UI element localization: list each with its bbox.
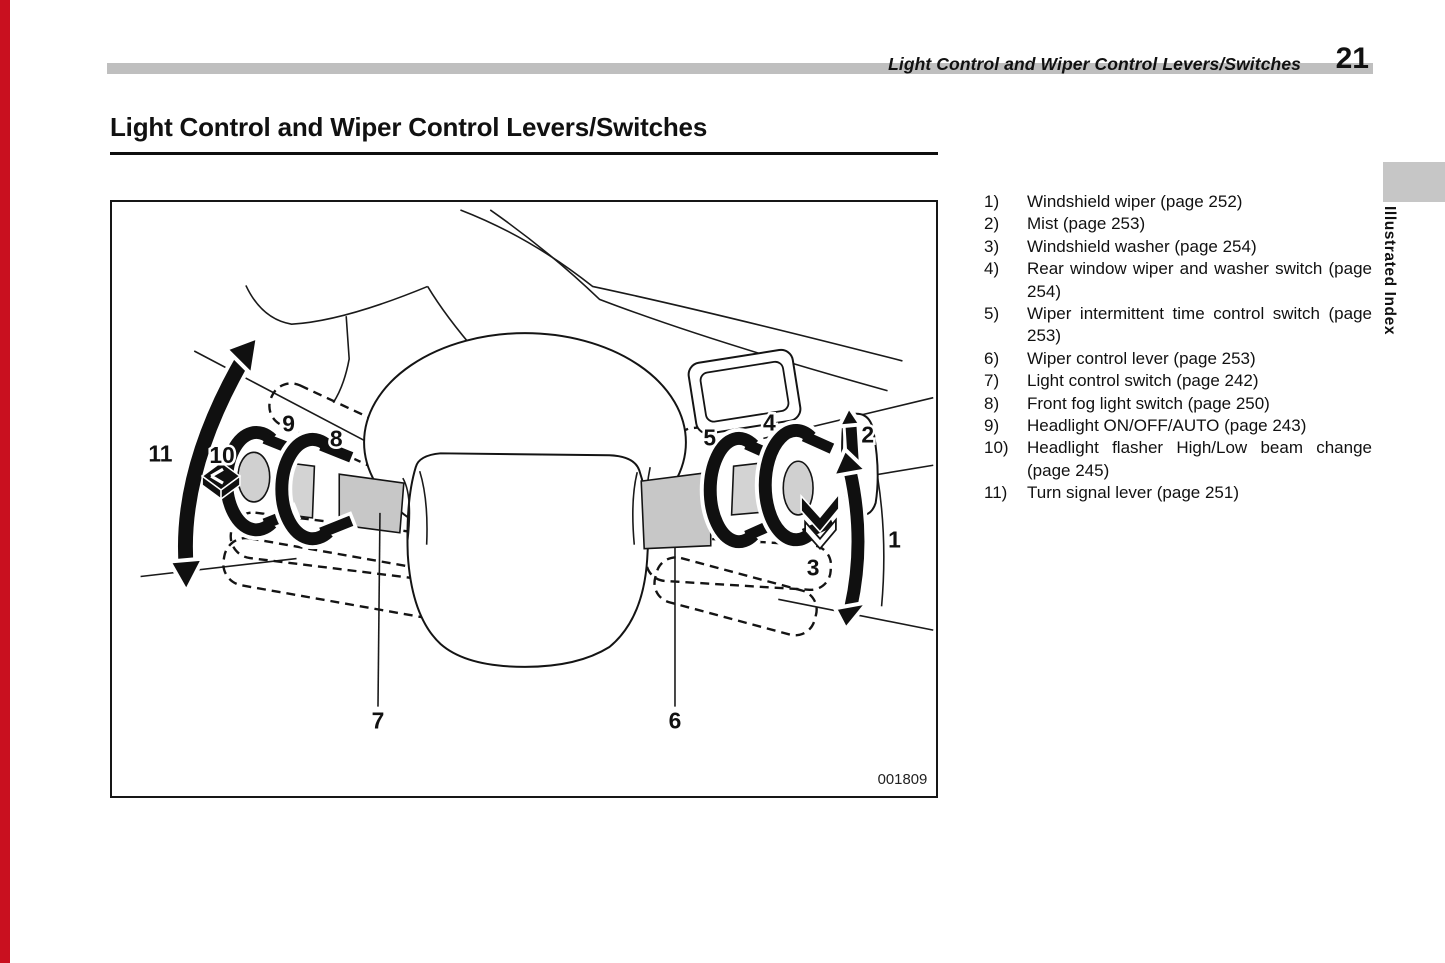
item-text: Front fog light switch (page 250) (1027, 393, 1270, 413)
page-number: 21 (1335, 42, 1369, 75)
callout-2: 2 (861, 421, 874, 447)
list-item: 3) Windshield washer (page 254) (984, 236, 1372, 258)
item-number: 3) (984, 236, 1000, 256)
right-joint-line-1 (632, 471, 639, 545)
list-item: 5) Wiper intermittent time control switch… (984, 303, 1372, 348)
callout-11: 11 (148, 440, 172, 466)
item-text: Light control switch (page 242) (1027, 371, 1259, 391)
illustrated-index-label: Illustrated Index (1381, 206, 1398, 336)
flasher-diamond-arrow (200, 461, 242, 501)
item-number: 9) (984, 416, 1000, 436)
callout-index-list: 1) Windshield wiper (page 252) 2) Mist (pa… (984, 191, 1372, 505)
callout-10: 10 (209, 442, 234, 468)
callout-8: 8 (330, 425, 343, 451)
collar-ring-8 (271, 429, 358, 550)
list-item: 9) Headlight ON/OFF/AUTO (page 243) (984, 415, 1372, 437)
list-item: 2) Mist (page 253) (984, 213, 1372, 235)
left-lever-down2-position-dashed (222, 536, 481, 625)
callout-1: 1 (888, 527, 901, 553)
item-number: 1) (984, 192, 1000, 211)
item-text: Windshield wiper (page 252) (1027, 192, 1243, 211)
illustrated-index-tab (1383, 162, 1445, 202)
list-item: 4) Rear window wiper and washer switch (p… (984, 258, 1372, 303)
swing-path-line (876, 477, 885, 607)
running-header: Light Control and Wiper Control Levers/S… (888, 54, 1301, 74)
list-item: 1) Windshield wiper (page 252) (984, 191, 1372, 213)
list-item: 6) Wiper control lever (page 253) (984, 348, 1372, 370)
header-rule-bar (107, 63, 1373, 74)
list-item: 7) Light control switch (page 242) (984, 370, 1372, 392)
right-lever-shaft (640, 471, 712, 550)
item-number: 4) (984, 259, 1000, 279)
item-number: 7) (984, 371, 1000, 391)
item-text: Wiper intermittent time control switch (… (1027, 304, 1372, 346)
left-joint-line-2 (418, 470, 428, 545)
right-lever-down2-position-dashed (653, 556, 818, 637)
wheel-spoke-line (332, 316, 350, 404)
diagram-canvas: 11 10 9 8 5 4 2 1 3 7 6 001809 (140, 209, 934, 788)
washer-push-arrow (800, 491, 840, 551)
dash-line-lower (489, 209, 888, 392)
dash-line-upper (460, 209, 903, 362)
item-number: 5) (984, 304, 1000, 324)
item-text: Headlight ON/OFF/AUTO (page 243) (1027, 416, 1307, 436)
item-number: 10) (984, 438, 1009, 458)
item-number: 11) (984, 483, 1008, 503)
callout-4: 4 (763, 409, 776, 435)
dash-vent-outer (687, 348, 802, 435)
item-text: Turn signal lever (page 251) (1027, 483, 1239, 503)
list-item: 10) Headlight flasher High/Low beam chang… (984, 437, 1372, 482)
figure-code: 001809 (878, 772, 928, 788)
dash-vent-inner (699, 360, 790, 423)
left-lever-knob (237, 451, 271, 503)
item-number: 2) (984, 214, 1000, 234)
pointer-line-bottom-left (140, 557, 297, 578)
callout-9: 9 (282, 410, 295, 436)
callout-7: 7 (372, 707, 385, 733)
item-text: Mist (page 253) (1027, 214, 1146, 234)
list-item: 8) Front fog light switch (page 250) (984, 393, 1372, 415)
item-text: Wiper control lever (page 253) (1027, 348, 1256, 368)
wiper-large-range-arrow (829, 445, 873, 633)
list-item: 11) Turn signal lever (page 251) (984, 482, 1372, 504)
turn-signal-swing-arrow (166, 334, 261, 596)
leader-line-7 (377, 512, 381, 707)
left-joint-line-1 (402, 477, 411, 540)
item-number: 6) (984, 348, 1000, 368)
section-title: Light Control and Wiper Control Levers/S… (110, 112, 938, 155)
left-lever-shaft (338, 473, 405, 534)
seat-outline (245, 285, 428, 325)
item-text: Headlight flasher High/Low beam change (… (1027, 438, 1372, 480)
item-text: Windshield washer (page 254) (1027, 236, 1257, 256)
steering-wheel-pad (406, 452, 650, 668)
item-text: Rear window wiper and washer switch (pag… (1027, 259, 1372, 301)
callout-3: 3 (807, 554, 820, 580)
section-color-edge-bar (0, 0, 10, 963)
item-number: 8) (984, 393, 1000, 413)
steering-column-diagram: 11 10 9 8 5 4 2 1 3 7 6 001809 (110, 200, 938, 798)
callout-6: 6 (669, 707, 682, 733)
callout-5: 5 (703, 424, 716, 450)
